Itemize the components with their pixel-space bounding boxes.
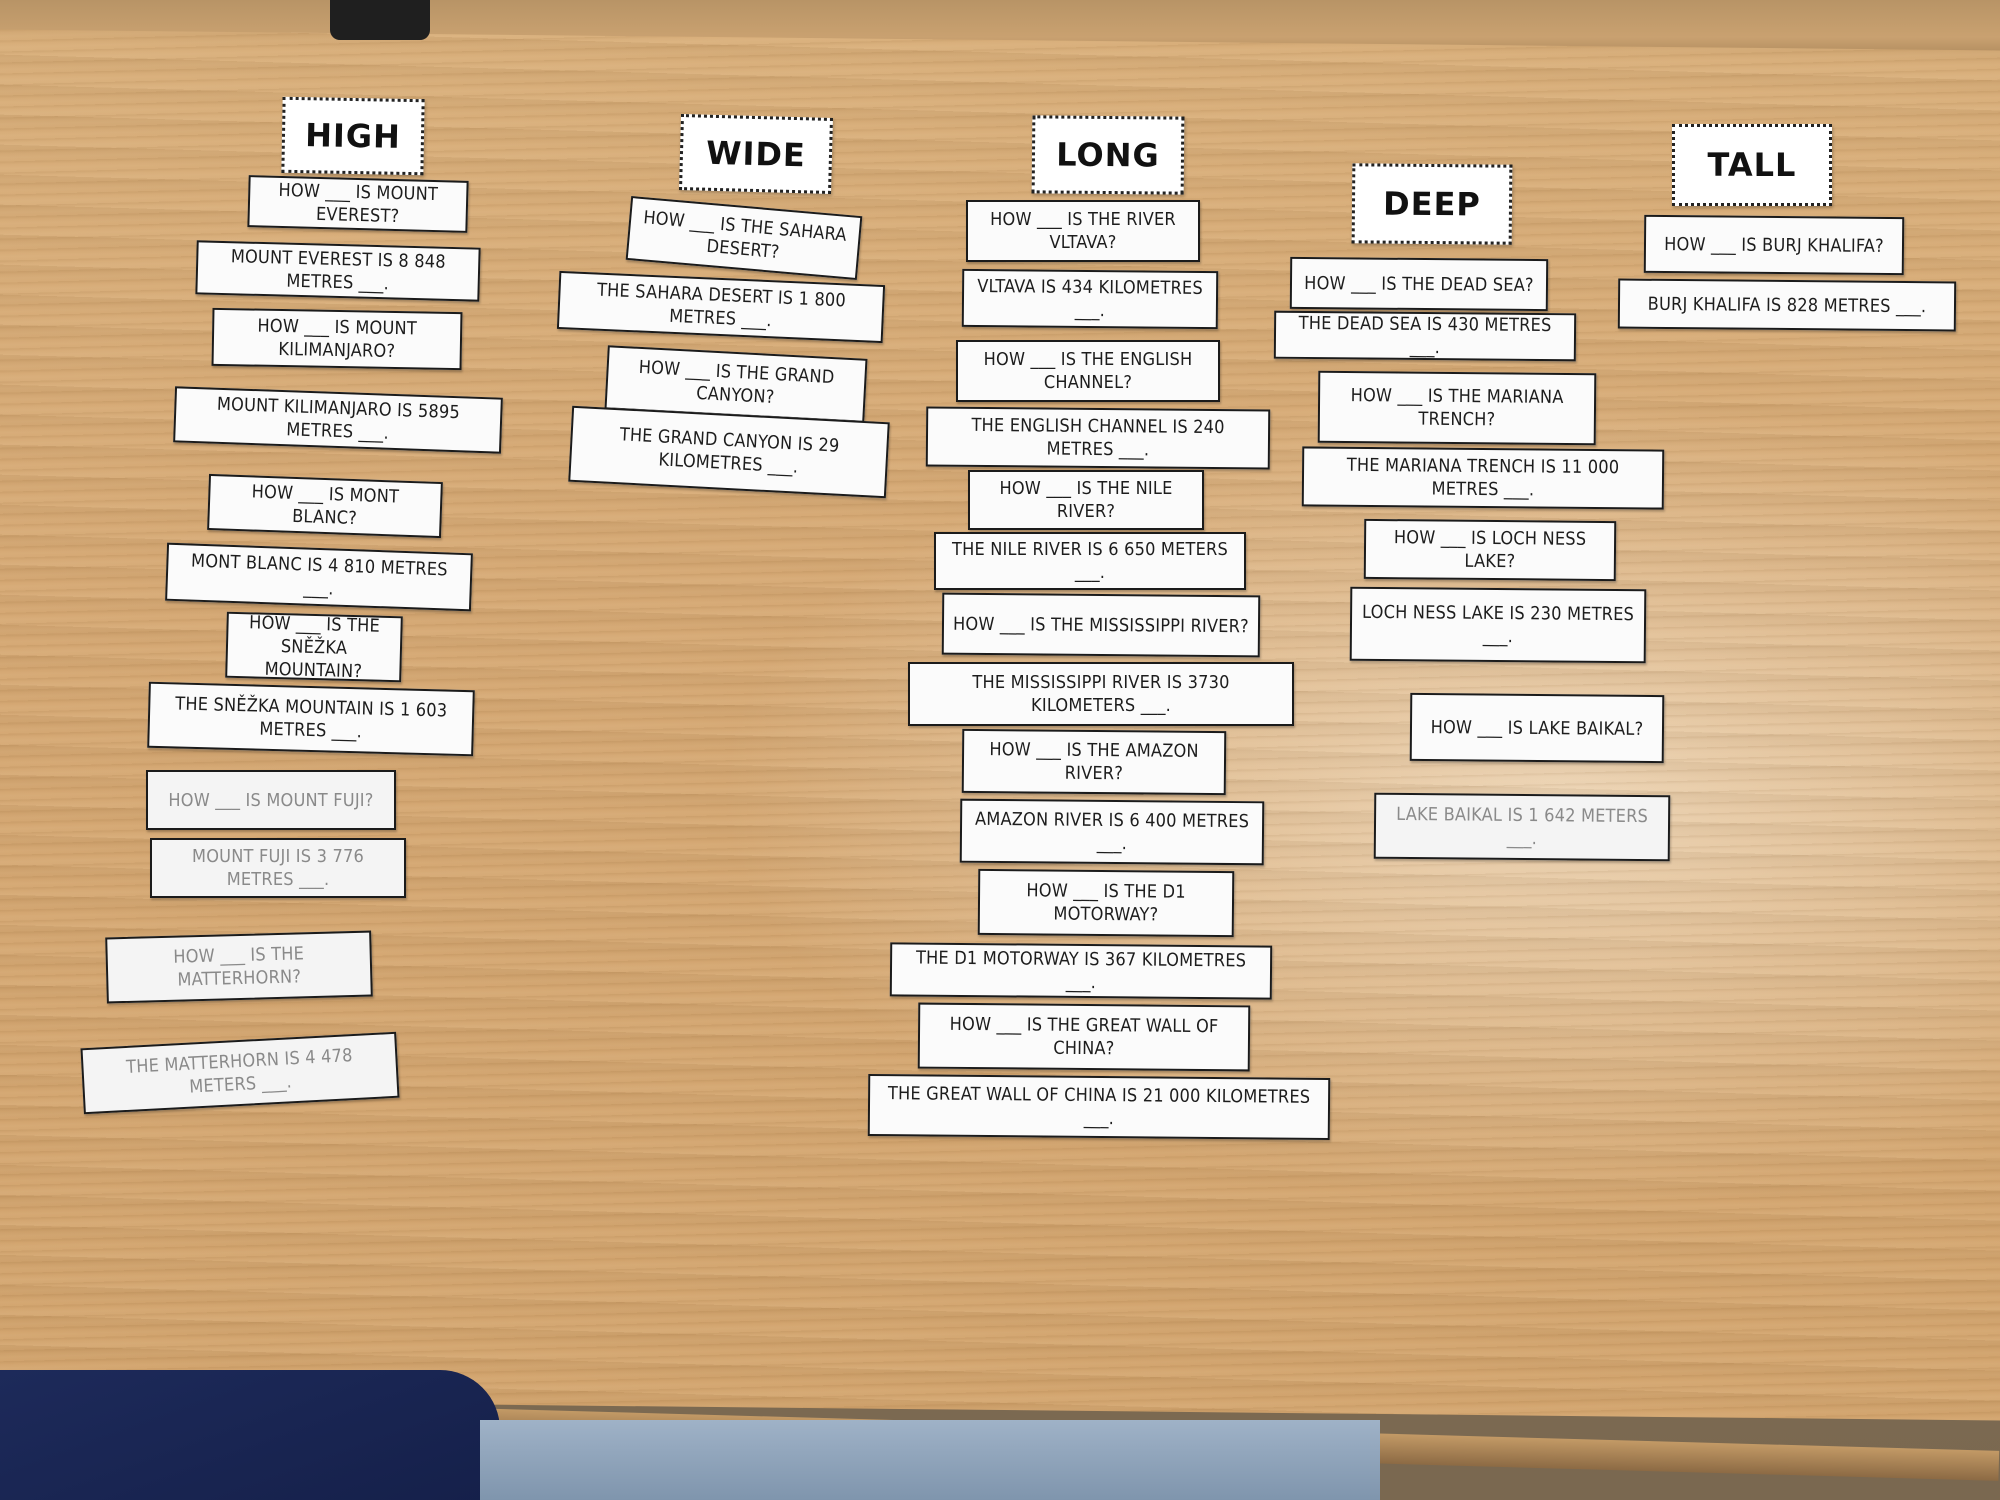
card-high-6[interactable]: MONT BLANC IS 4 810 METRES ___. [165,542,473,612]
card-high-7[interactable]: HOW ___ IS THE SNĚŽKA MOUNTAIN? [225,611,403,683]
card-high-10[interactable]: MOUNT FUJI IS 3 776 METRES ___. [150,838,406,898]
card-deep-5[interactable]: HOW ___ IS LOCH NESS LAKE? [1363,518,1617,582]
card-long-12[interactable]: THE D1 MOTORWAY IS 367 KILOMETRES ___. [889,942,1273,1000]
card-high-8[interactable]: THE SNĚŽKA MOUNTAIN IS 1 603 METRES ___. [147,681,475,757]
card-high-4[interactable]: MOUNT KILIMANJARO IS 5895 METRES ___. [173,386,503,454]
card-deep-4[interactable]: THE MARIANA TRENCH IS 11 000 METRES ___. [1301,446,1665,510]
card-long-10[interactable]: AMAZON RIVER IS 6 400 METRES ___. [959,798,1265,866]
card-deep-1[interactable]: HOW ___ IS THE DEAD SEA? [1289,256,1549,312]
card-high-5[interactable]: HOW ___ IS MONT BLANC? [207,473,443,539]
card-deep-6[interactable]: LOCH NESS LAKE IS 230 METRES ___. [1349,586,1647,664]
card-high-9[interactable]: HOW ___ IS MOUNT FUJI? [146,770,396,830]
header-deep[interactable]: DEEP [1351,163,1513,245]
header-tall[interactable]: TALL [1672,124,1832,206]
card-long-14[interactable]: THE GREAT WALL OF CHINA IS 21 000 KILOME… [867,1073,1331,1141]
card-tall-1[interactable]: HOW ___ IS BURJ KHALIFA? [1643,214,1905,276]
card-long-3[interactable]: HOW ___ IS THE ENGLISH CHANNEL? [956,340,1220,402]
card-tall-2[interactable]: BURJ KHALIFA IS 828 METRES ___. [1617,278,1957,332]
card-high-3[interactable]: HOW ___ IS MOUNT KILIMANJARO? [211,307,463,371]
card-long-1[interactable]: HOW ___ IS THE RIVER VLTAVA? [966,200,1200,262]
card-long-13[interactable]: HOW ___ IS THE GREAT WALL OF CHINA? [917,1002,1251,1072]
header-long[interactable]: LONG [1031,115,1185,195]
card-high-11[interactable]: HOW ___ IS THE MATTERHORN? [105,930,373,1004]
card-long-4[interactable]: THE ENGLISH CHANNEL IS 240 METRES ___. [925,406,1271,470]
card-long-7[interactable]: HOW ___ IS THE MISSISSIPPI RIVER? [941,592,1261,658]
black-device [330,0,430,40]
card-high-1[interactable]: HOW ___ IS MOUNT EVEREST? [247,175,469,233]
card-deep-3[interactable]: HOW ___ IS THE MARIANA TRENCH? [1317,370,1597,446]
card-deep-8[interactable]: LAKE BAIKAL IS 1 642 METERS ___. [1373,792,1671,862]
card-long-11[interactable]: HOW ___ IS THE D1 MOTORWAY? [977,868,1235,938]
header-high[interactable]: HIGH [281,96,425,176]
card-long-2[interactable]: VLTAVA IS 434 KILOMETRES ___. [961,268,1219,330]
card-long-9[interactable]: HOW ___ IS THE AMAZON RIVER? [961,728,1227,796]
card-high-2[interactable]: MOUNT EVEREST IS 8 848 METRES ___. [195,240,481,302]
card-long-6[interactable]: THE NILE RIVER IS 6 650 METERS ___. [934,532,1246,590]
card-deep-7[interactable]: HOW ___ IS LAKE BAIKAL? [1409,692,1665,764]
person-jacket [0,1370,500,1500]
header-wide[interactable]: WIDE [679,114,833,194]
person-jeans [480,1420,1380,1500]
card-long-8[interactable]: THE MISSISSIPPI RIVER IS 3730 KILOMETERS… [908,662,1294,726]
card-deep-2[interactable]: THE DEAD SEA IS 430 METRES ___. [1273,310,1577,362]
card-long-5[interactable]: HOW ___ IS THE NILE RIVER? [968,470,1204,530]
